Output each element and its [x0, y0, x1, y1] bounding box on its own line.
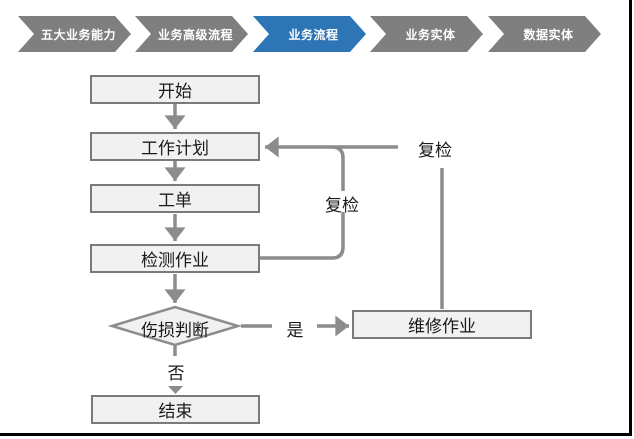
flow-node-end: 结束: [91, 395, 260, 424]
edge-label-recheck-inner: 复检: [325, 196, 359, 216]
breadcrumb-step-business-process[interactable]: 业务流程: [253, 16, 366, 52]
breadcrumb-step-high-level-process[interactable]: 业务高级流程: [135, 16, 248, 52]
flow-node-damage-decision-label: 伤损判断: [141, 321, 209, 341]
page-border-right: [629, 0, 632, 436]
flow-node-work-order: 工单: [90, 184, 260, 213]
edge-label-recheck-outer: 复检: [418, 141, 452, 161]
flow-node-repair: 维修作业: [352, 310, 532, 339]
flow-node-inspection: 检测作业: [90, 244, 260, 273]
breadcrumb-step-data-entity[interactable]: 数据实体: [488, 16, 601, 52]
arrowhead-no-to-end: [168, 386, 183, 394]
line-inner-recheck-lower: [260, 212, 345, 260]
breadcrumb-step-business-entity[interactable]: 业务实体: [370, 16, 483, 52]
page-border-bottom: [0, 433, 632, 436]
breadcrumb-step-five-capabilities[interactable]: 五大业务能力: [18, 16, 131, 52]
edge-label-no: 否: [167, 364, 185, 384]
edge-label-yes: 是: [286, 321, 304, 341]
flow-node-work-plan: 工作计划: [90, 132, 260, 161]
line-inner-recheck-upper: [331, 145, 345, 191]
flow-node-start: 开始: [90, 75, 260, 104]
